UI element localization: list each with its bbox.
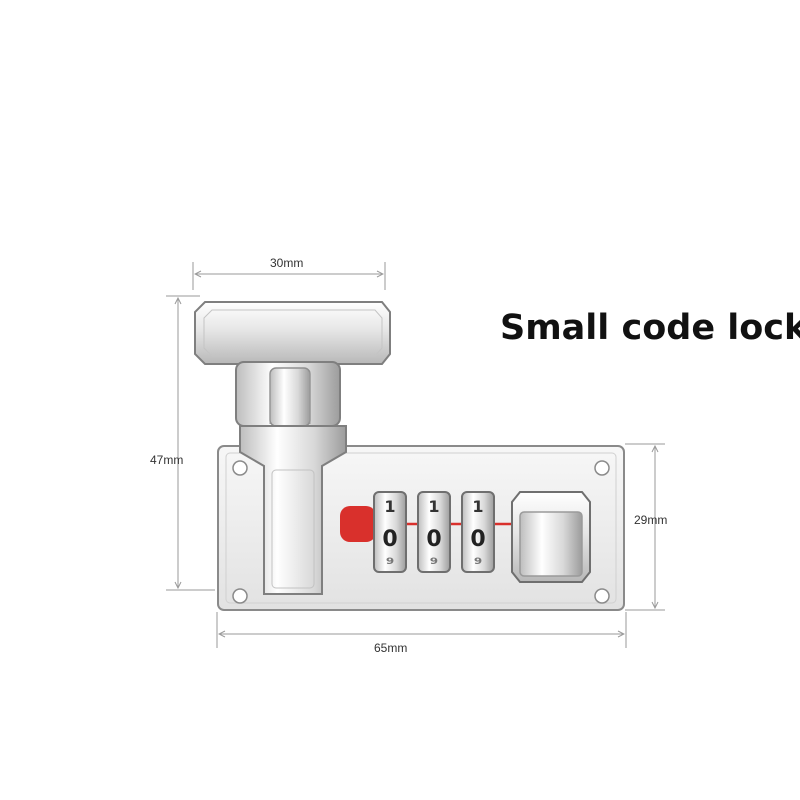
- dial-1[interactable]: 1 0 9: [373, 491, 407, 573]
- dimension-total-height: [166, 295, 215, 591]
- dial-1-digit: 0: [382, 527, 397, 552]
- dial-3-bottom-digit: 9: [474, 557, 482, 567]
- label-top-width: 30mm: [270, 256, 304, 270]
- dimension-body-height: [625, 443, 665, 611]
- screw-hole-top-left: [232, 460, 248, 476]
- dial-2-bottom-digit: 9: [430, 557, 438, 567]
- label-body-width: 65mm: [374, 641, 408, 655]
- dial-3-digit: 0: [470, 527, 485, 552]
- dimension-body-width: [216, 612, 627, 648]
- label-body-height: 29mm: [634, 513, 668, 527]
- dial-3-top-digit: 1: [472, 497, 483, 516]
- release-button[interactable]: [511, 491, 591, 583]
- hasp-bar: [239, 425, 347, 595]
- label-total-height: 47mm: [150, 453, 184, 467]
- product-title: Small code lock: [500, 308, 800, 348]
- hasp-top-plate: [194, 301, 391, 365]
- dimension-top-width: [192, 262, 386, 290]
- dial-1-bottom-digit: 9: [386, 557, 394, 567]
- hinge-knuckles: [235, 361, 341, 427]
- dial-3[interactable]: 1 0 9: [461, 491, 495, 573]
- dial-2-top-digit: 1: [428, 497, 439, 516]
- screw-hole-bottom-left: [232, 588, 248, 604]
- screw-hole-top-right: [594, 460, 610, 476]
- dial-2-digit: 0: [426, 527, 441, 552]
- dial-2[interactable]: 1 0 9: [417, 491, 451, 573]
- screw-hole-bottom-right: [594, 588, 610, 604]
- dial-1-top-digit: 1: [384, 497, 395, 516]
